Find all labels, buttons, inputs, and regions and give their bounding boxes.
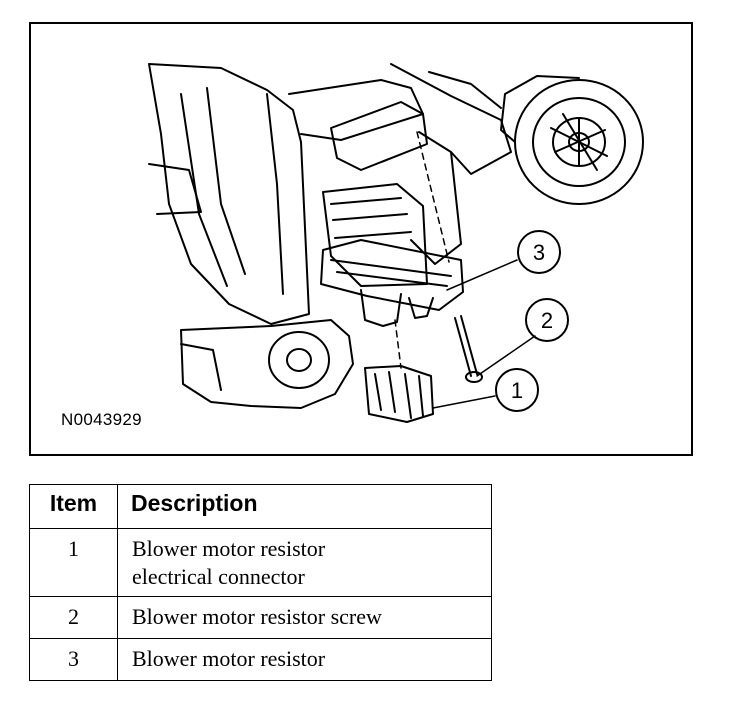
description-line: Blower motor resistor [132,646,326,671]
duct-top-face [330,101,428,171]
leader-3 [446,259,518,291]
description-line: Blower motor resistor [132,536,326,561]
item-description: Blower motor resistor [117,638,492,681]
item-number: 2 [29,596,118,639]
housing-body [148,63,310,325]
description-line: electrical connector [132,564,305,589]
description-line: Blower motor resistor screw [132,604,382,629]
callout-label-2: 2 [541,308,553,333]
table-row: 3 Blower motor resistor [29,638,492,681]
item-number: 1 [29,528,118,597]
header-item: Item [29,484,118,529]
table-row: 1 Blower motor resistor electrical conne… [29,528,492,597]
exploded-view-figure: 3 2 1 N0043929 [29,22,693,456]
duct-right-wall [410,131,462,265]
callout-label-1: 1 [511,378,523,403]
callout-label-3: 3 [533,240,545,265]
housing-rib [148,163,202,215]
header-description: Description [117,484,492,529]
duct-top [288,79,424,141]
item-description: Blower motor resistor screw [117,596,492,639]
legend-header-row: Item Description [29,484,492,529]
legend-table: Item Description 1 Blower motor resistor… [29,484,492,681]
callout-circle-3 [517,230,561,274]
housing-rib [266,93,284,295]
table-row: 2 Blower motor resistor screw [29,596,492,639]
callout-circle-2 [525,298,569,342]
blower-assembly-illustration: 3 2 1 [148,63,644,423]
item-description: Blower motor resistor electrical connect… [117,528,492,597]
resistor-flange [320,239,464,311]
housing-rib [180,93,228,287]
figure-id-label: N0043929 [61,410,142,429]
housing-rib [206,87,246,275]
leader-1 [432,395,496,409]
item-number: 3 [29,638,118,681]
lower-housing [180,319,354,409]
blower-motor [500,75,644,205]
electrical-connector [364,365,434,423]
callout-circle-1 [495,368,539,412]
resistor-screw [454,315,483,383]
leader-2 [476,335,536,377]
